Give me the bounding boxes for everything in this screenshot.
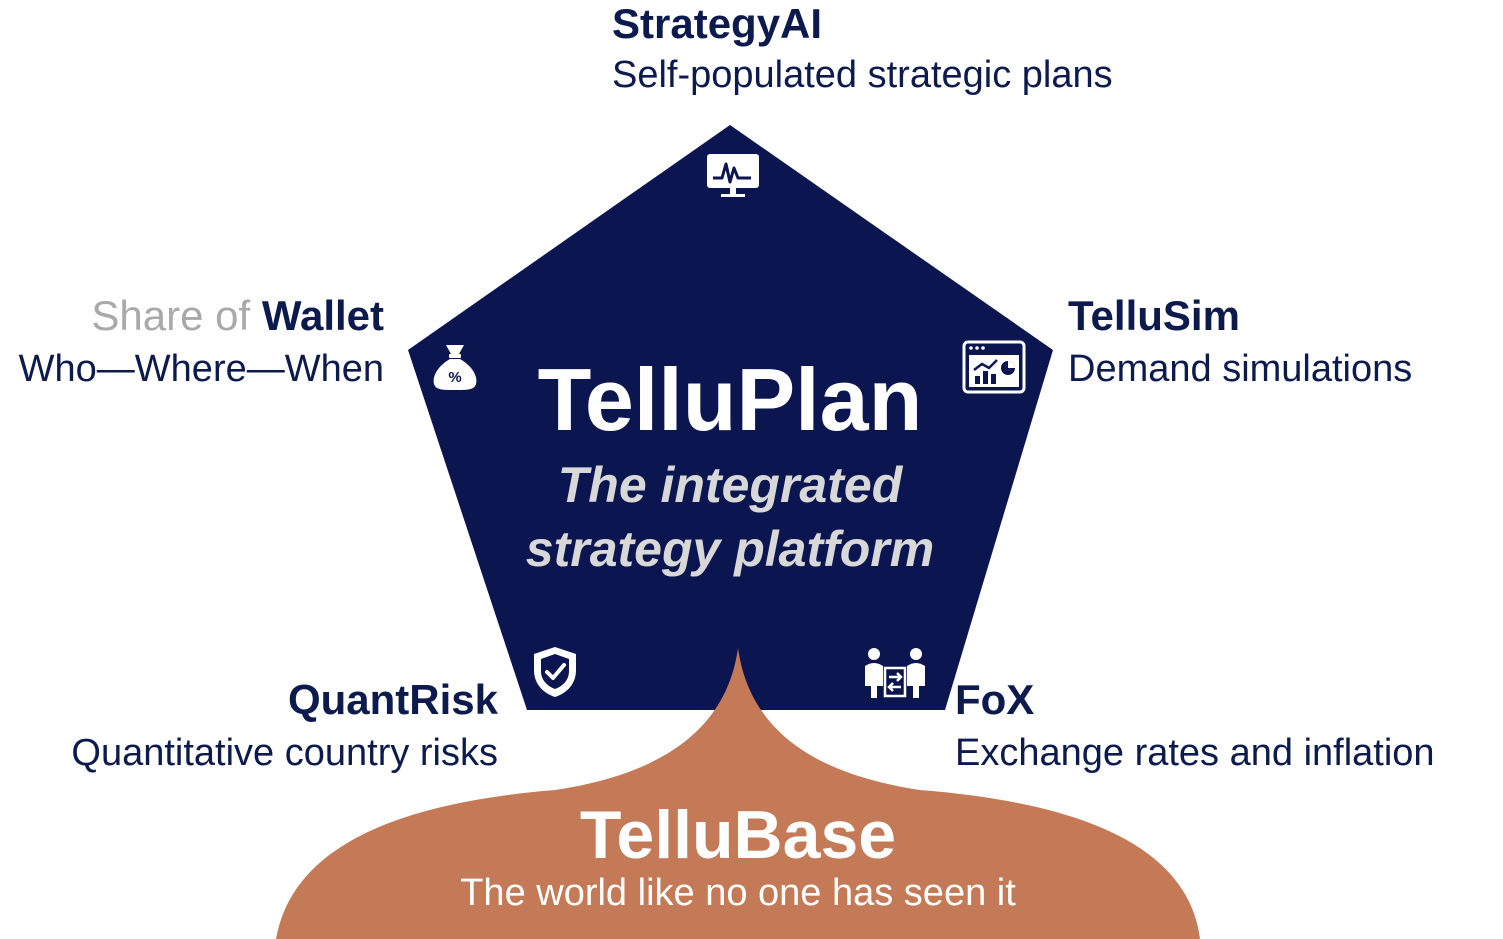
fox-subtitle: Exchange rates and inflation (955, 732, 1435, 774)
wallet-title-prefix: Share of (91, 292, 262, 339)
strategyai-title: StrategyAI (612, 0, 823, 47)
people-exchange-icon (865, 648, 925, 698)
tellubase-shape (276, 648, 1200, 939)
dashboard-chart-icon (962, 340, 1026, 394)
wallet-subtitle: Who—Where—When (18, 348, 384, 390)
strategyai-subtitle: Self-populated strategic plans (612, 54, 1113, 96)
telluplan-title: TelluPlan (537, 350, 923, 449)
svg-text:%: % (448, 369, 461, 386)
tellubase-title: TelluBase (579, 797, 897, 873)
monitor-pulse-icon (707, 154, 759, 197)
tellusim-title: TelluSim (1068, 292, 1240, 339)
tellubase-tagline: The world like no one has seen it (460, 872, 1016, 914)
shield-check-icon (534, 647, 576, 697)
quantrisk-title: QuantRisk (287, 676, 498, 723)
quantrisk-subtitle: Quantitative country risks (71, 732, 498, 774)
money-bag-percent-icon: % (433, 345, 477, 390)
telluplan-pentagon (408, 125, 1053, 710)
wallet-title: Share of Wallet (91, 292, 384, 340)
wallet-title-main: Wallet (261, 292, 384, 339)
telluplan-tagline-line2: strategy platform (525, 521, 935, 577)
telluplan-tagline-line1: The integrated (557, 457, 903, 513)
fox-title: FoX (955, 676, 1035, 723)
tellusim-subtitle: Demand simulations (1068, 348, 1413, 390)
